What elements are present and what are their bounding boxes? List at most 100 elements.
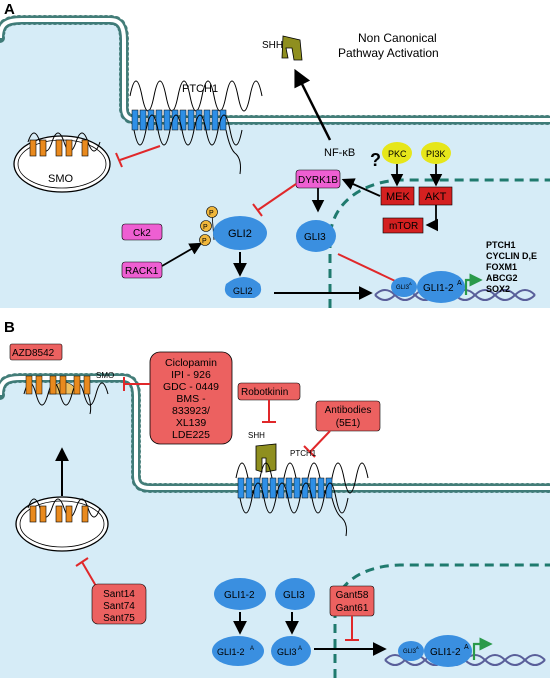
gli2-phosphorylated [213, 216, 267, 250]
gli3a-label-b: GLI3 [277, 647, 297, 657]
gli2-lower-label: GLI2 [233, 286, 253, 296]
gli3a-node-b [271, 636, 311, 666]
ptch1-a [129, 80, 263, 175]
gli3a-nuclear-sup-b: A [416, 645, 419, 650]
sant-label: Sant74 [103, 601, 135, 612]
smo-membrane-b [23, 375, 109, 415]
phosphate-3: P [202, 238, 207, 245]
mtor-box [382, 217, 424, 234]
dyrk1b-label: DYRK1B [298, 175, 338, 186]
smo-inhibitor: LDE225 [172, 429, 210, 441]
smo-inhibitor: IPI - 926 [171, 369, 211, 381]
gli3-node-b [275, 578, 315, 610]
gli3a-nuclear-b [398, 641, 424, 661]
sant-box [91, 583, 147, 625]
smo-label-a: SMO [48, 173, 74, 185]
inhibit-robotkinin-shh [262, 400, 276, 423]
smo-vesicle-b [15, 496, 109, 552]
mek-label: MEK [386, 191, 411, 203]
target-gene: PTCH1 [486, 240, 516, 250]
smo-inhibitor: BMS - [176, 393, 206, 405]
rack1-box [121, 261, 163, 279]
antibodies-label-2: (5E1) [336, 418, 360, 429]
akt-label: AKT [425, 191, 447, 203]
gli12a-node-b [212, 636, 264, 666]
gli12-node-b [214, 578, 266, 610]
sant-label: Sant75 [103, 613, 135, 624]
panel-a-letter: A [4, 1, 15, 18]
inhibit-sant-vesicle [75, 557, 97, 587]
smo-vesicle-a [13, 132, 111, 193]
antibodies-label-1: Antibodies [325, 405, 372, 416]
gli12a-label-b: GLI1-2 [217, 647, 245, 657]
gli3-a [296, 220, 336, 252]
shh-label-a: SHH [262, 40, 283, 51]
mtor-label: mTOR [389, 221, 418, 232]
ptch1-label-a: PTCH1 [182, 83, 218, 95]
antibodies-box [315, 400, 381, 432]
smo-label-b: SMO [96, 371, 114, 380]
gli3a-nuclear-a [391, 277, 417, 297]
gli12a-sup-a: A [457, 280, 462, 287]
gli12a-nuclear-b [424, 635, 472, 667]
rack1-label: RACK1 [125, 266, 159, 277]
ck2-box [121, 223, 163, 241]
phosphate-1: P [209, 210, 214, 217]
gant-label-1: Gant58 [336, 590, 369, 601]
phosphate-2: P [203, 224, 208, 231]
arrow-akt-mtor [425, 205, 439, 232]
gli3a-label-a: GLI3 [396, 285, 410, 291]
panel-b-letter: B [4, 319, 15, 336]
arrow-mek-dyrk1b [341, 178, 381, 197]
target-gene: CYCLIN D,E [486, 251, 537, 261]
inhibit-dyrk1b-gli2 [252, 183, 297, 217]
pkc-label: PKC [388, 149, 407, 159]
shh-label-b: SHH [248, 431, 265, 440]
gli12-label-b: GLI1-2 [224, 590, 255, 601]
gli3a-sup-a: A [409, 281, 412, 286]
noncanonical-title-line2: Pathway Activation [338, 46, 439, 60]
smo-inhibitor: Ciclopamin [165, 357, 217, 369]
transcription-arrow-b [472, 637, 493, 660]
inhibit-gant-gli [345, 616, 359, 641]
transcription-arrow-a [464, 273, 483, 295]
arrow-nfkb-shh [294, 68, 332, 141]
gli2-active [224, 277, 262, 298]
shh-ligand-a [281, 35, 303, 61]
pkc-node [382, 142, 412, 164]
target-gene: SOX2 [486, 284, 510, 294]
gli12a-label-a: GLI1-2 [423, 283, 454, 294]
ck2-label: Ck2 [133, 228, 151, 239]
target-gene: ABCG2 [486, 273, 518, 283]
robotkinin-label: Robotkinin [241, 387, 288, 398]
gli2-label: GLI2 [228, 228, 252, 240]
arrow-rack1-gli2 [161, 242, 203, 267]
sant-label: Sant14 [103, 589, 135, 600]
noncanonical-title-line1: Non Canonical [358, 31, 437, 45]
ptch1-b [235, 462, 369, 537]
ptch1-label-b: PTCH1 [290, 449, 317, 458]
phosphate-group [199, 206, 218, 246]
gant-label-2: Gant61 [336, 603, 369, 614]
gli12a-sup-b: A [250, 646, 254, 652]
gli12a-nuclear-label-b: GLI1-2 [430, 647, 461, 658]
smo-inhibitor: XL139 [176, 417, 207, 429]
gli12a-nuclear-a [417, 271, 465, 303]
gli3-label-a: GLI3 [304, 232, 326, 243]
target-gene: FOXM1 [486, 262, 517, 272]
smo-inhibitor: 833923/ [172, 405, 210, 417]
mek-box [380, 186, 415, 206]
inhibit-drugs-smo [123, 377, 150, 391]
gli3a-nuclear-label-b: GLI3 [403, 649, 417, 655]
target-genes: PTCH1 CYCLIN D,E FOXM1 ABCG2 SOX2 [486, 240, 537, 294]
gli3-label-b: GLI3 [283, 590, 305, 601]
azd8542-label: AZD8542 [12, 348, 55, 359]
nfkb-label: NF-κB [324, 147, 355, 159]
smo-inhibitors-box [149, 351, 233, 445]
azd8542-box [9, 343, 63, 361]
gli3a-sup-b: A [298, 646, 302, 652]
pi3k-label: PI3K [426, 149, 446, 159]
question-mark: ? [370, 150, 381, 170]
smo-inhibitor: GDC - 0449 [163, 381, 219, 393]
